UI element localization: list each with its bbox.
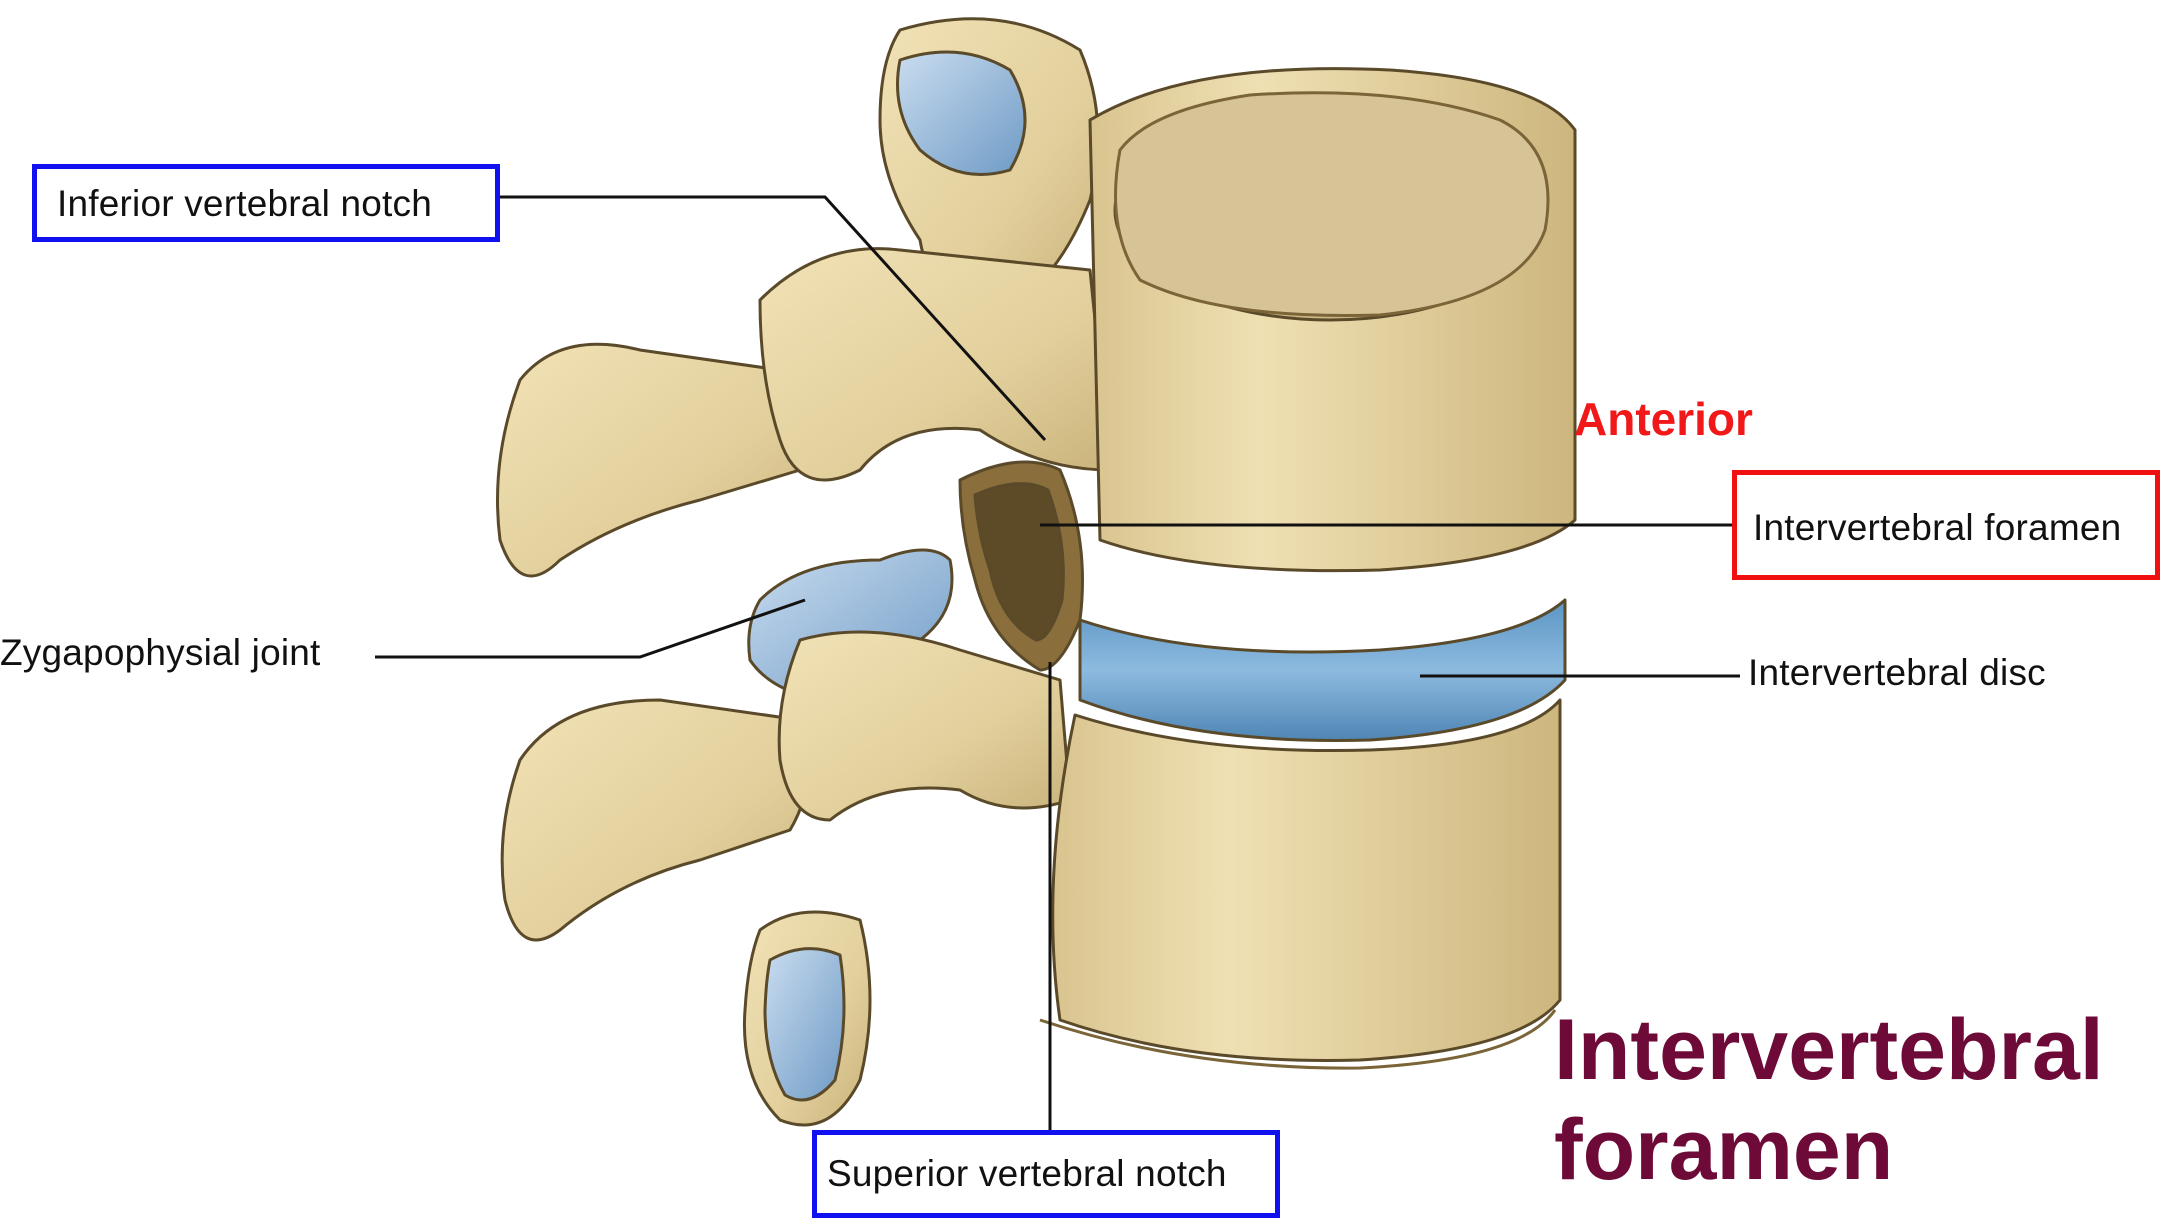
slide-title-line2: foramen bbox=[1554, 1100, 2104, 1200]
anterior-label: Anterior bbox=[1574, 392, 1753, 446]
zygapophysial-joint-label: Zygapophysial joint bbox=[0, 632, 321, 674]
intervertebral-disc-label: Intervertebral disc bbox=[1748, 652, 2046, 694]
inferior-vertebral-notch-label: Inferior vertebral notch bbox=[32, 164, 500, 242]
leader-zygapophysial bbox=[375, 600, 805, 657]
intervertebral-foramen-label: Intervertebral foramen bbox=[1732, 470, 2160, 580]
slide-title: Intervertebral foramen bbox=[1554, 1000, 2104, 1200]
slide-title-line1: Intervertebral bbox=[1554, 1000, 2104, 1100]
superior-vertebral-notch-label: Superior vertebral notch bbox=[812, 1130, 1280, 1218]
vertebrae-drawing bbox=[498, 19, 1576, 1125]
